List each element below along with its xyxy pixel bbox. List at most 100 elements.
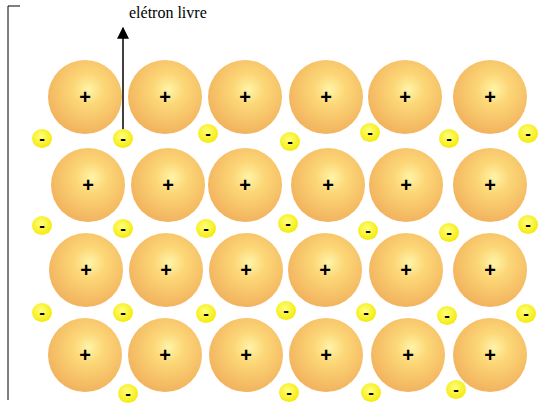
charge-sign: - [120, 220, 126, 237]
charge-sign: + [240, 345, 252, 365]
charge-sign: - [446, 130, 452, 147]
charge-sign: - [39, 217, 45, 234]
callout-label: elétron livre [129, 4, 207, 21]
charge-sign: + [79, 345, 91, 365]
charge-sign: - [203, 220, 209, 237]
charge-sign: - [368, 384, 374, 401]
charge-sign: - [120, 304, 126, 321]
metal-cation: + [48, 60, 122, 134]
charge-sign: + [320, 345, 332, 365]
metal-cation: + [453, 148, 527, 222]
charge-sign: + [162, 175, 174, 195]
metal-cation: + [369, 148, 443, 222]
charge-sign: - [286, 384, 292, 401]
electron: - [437, 306, 457, 325]
metal-cation: + [288, 233, 362, 307]
charge-sign: - [287, 133, 293, 150]
metal-cation: + [369, 233, 443, 307]
electron: - [196, 304, 216, 323]
electron: - [516, 304, 536, 323]
electron: - [279, 383, 299, 402]
metal-cation: + [453, 60, 527, 134]
electron: - [32, 129, 52, 148]
electron: - [356, 303, 376, 322]
metal-cation: + [289, 60, 363, 134]
electron: - [32, 216, 52, 235]
charge-sign: + [320, 87, 332, 107]
charge-sign: - [120, 130, 126, 147]
charge-sign: + [239, 175, 251, 195]
electron: - [198, 124, 218, 143]
charge-sign: + [239, 87, 251, 107]
electron: - [439, 223, 459, 242]
metal-cation: + [128, 318, 202, 392]
electron: - [518, 124, 538, 143]
metal-cation: + [48, 318, 122, 392]
charge-sign: + [484, 260, 496, 280]
electron: - [276, 301, 296, 320]
electron: - [361, 383, 381, 402]
metal-cation: + [291, 148, 365, 222]
charge-sign: + [399, 87, 411, 107]
charge-sign: + [159, 87, 171, 107]
charge-sign: - [205, 125, 211, 142]
metal-cation: + [208, 148, 282, 222]
charge-sign: - [363, 304, 369, 321]
electron: - [32, 303, 52, 322]
charge-sign: + [80, 260, 92, 280]
charge-sign: - [525, 125, 531, 142]
charge-sign: + [402, 345, 414, 365]
electron: - [358, 221, 378, 240]
metal-cation: + [208, 60, 282, 134]
charge-sign: + [484, 175, 496, 195]
charge-sign: - [365, 222, 371, 239]
metal-cation: + [371, 318, 445, 392]
charge-sign: - [453, 381, 459, 398]
charge-sign: + [159, 345, 171, 365]
charge-sign: + [322, 175, 334, 195]
electron: - [278, 214, 298, 233]
charge-sign: - [367, 124, 373, 141]
electron: - [113, 219, 133, 238]
charge-sign: - [283, 302, 289, 319]
electron: - [446, 380, 466, 399]
electron: - [196, 219, 216, 238]
charge-sign: - [446, 224, 452, 241]
metal-cation: + [49, 233, 123, 307]
charge-sign: - [285, 215, 291, 232]
charge-sign: + [400, 260, 412, 280]
charge-sign: + [160, 260, 172, 280]
charge-sign: - [39, 130, 45, 147]
metal-cation: + [129, 233, 203, 307]
metal-cation: + [289, 318, 363, 392]
metal-cation: + [453, 233, 527, 307]
charge-sign: - [444, 307, 450, 324]
metal-cation: + [128, 60, 202, 134]
leader-arrow [122, 28, 124, 131]
charge-sign: - [525, 216, 531, 233]
metal-cation: + [51, 148, 125, 222]
electron: - [360, 123, 380, 142]
electron: - [280, 132, 300, 151]
electron: - [439, 129, 459, 148]
charge-sign: + [484, 345, 496, 365]
electron: - [113, 129, 133, 148]
charge-sign: - [39, 304, 45, 321]
electron: - [118, 384, 138, 403]
metal-cation: + [453, 318, 527, 392]
charge-sign: - [203, 305, 209, 322]
charge-sign: - [125, 385, 131, 402]
charge-sign: + [79, 87, 91, 107]
metal-cation: + [368, 60, 442, 134]
charge-sign: + [82, 175, 94, 195]
charge-sign: + [484, 87, 496, 107]
metal-cation: + [209, 233, 283, 307]
bracket-line [8, 6, 20, 400]
metal-cation: + [209, 318, 283, 392]
charge-sign: + [319, 260, 331, 280]
charge-sign: + [400, 175, 412, 195]
electron: - [518, 215, 538, 234]
electron: - [113, 303, 133, 322]
charge-sign: + [240, 260, 252, 280]
